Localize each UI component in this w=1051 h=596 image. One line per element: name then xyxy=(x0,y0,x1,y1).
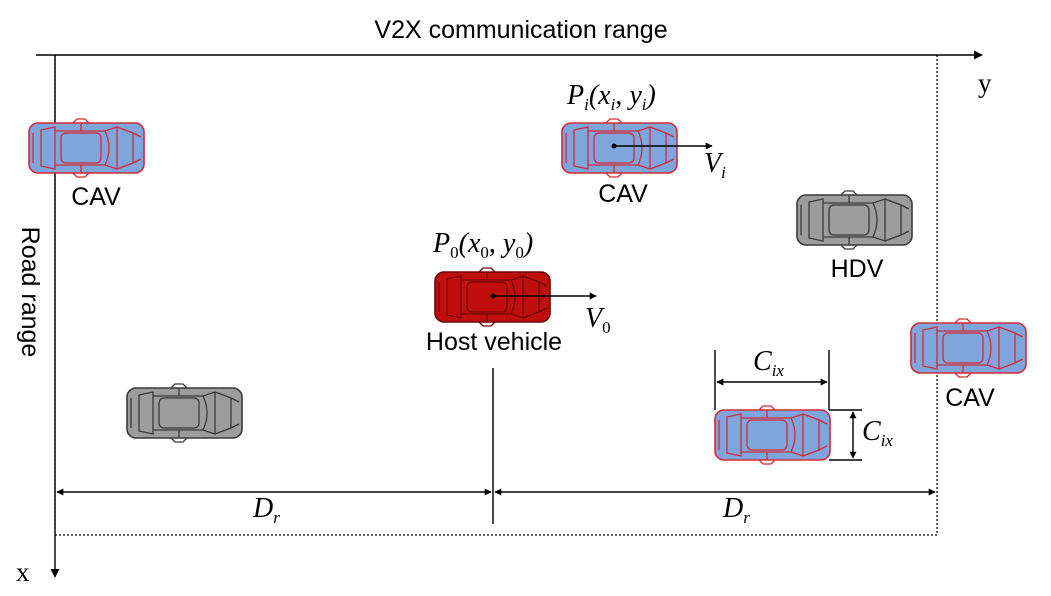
vehicle-label-cav: CAV xyxy=(598,180,648,208)
hdv-vehicle xyxy=(126,383,243,443)
host-position-label: P0(x0, y0) xyxy=(432,228,533,262)
cav-velocity-label: Vi xyxy=(704,148,726,182)
width-dim-label: Cix xyxy=(862,416,893,450)
communication-range-box xyxy=(54,55,938,536)
cav-vehicle xyxy=(28,118,145,178)
vehicle-label-cav: CAV xyxy=(71,183,121,211)
y-axis-label: y xyxy=(978,68,992,98)
vehicle-label-cav: CAV xyxy=(945,384,995,412)
range-label-right: Dr xyxy=(722,493,750,527)
cav-position-label: Pi(xi, yi) xyxy=(566,80,656,114)
vehicle-label-host: Host vehicle xyxy=(426,328,562,356)
host-velocity-label: V0 xyxy=(585,303,611,337)
range-label-left: Dr xyxy=(252,493,280,527)
cav-vehicle xyxy=(714,405,831,465)
cav-vehicle xyxy=(561,118,678,178)
hdv-vehicle xyxy=(796,190,913,250)
x-axis-label: x xyxy=(16,557,30,587)
cav-vehicle xyxy=(910,318,1027,378)
road-range-label: Road range xyxy=(16,227,44,358)
vehicle-label-hdv: HDV xyxy=(831,255,884,283)
diagram-title: V2X communication range xyxy=(374,16,667,44)
length-dim-label: Cix xyxy=(753,346,784,380)
